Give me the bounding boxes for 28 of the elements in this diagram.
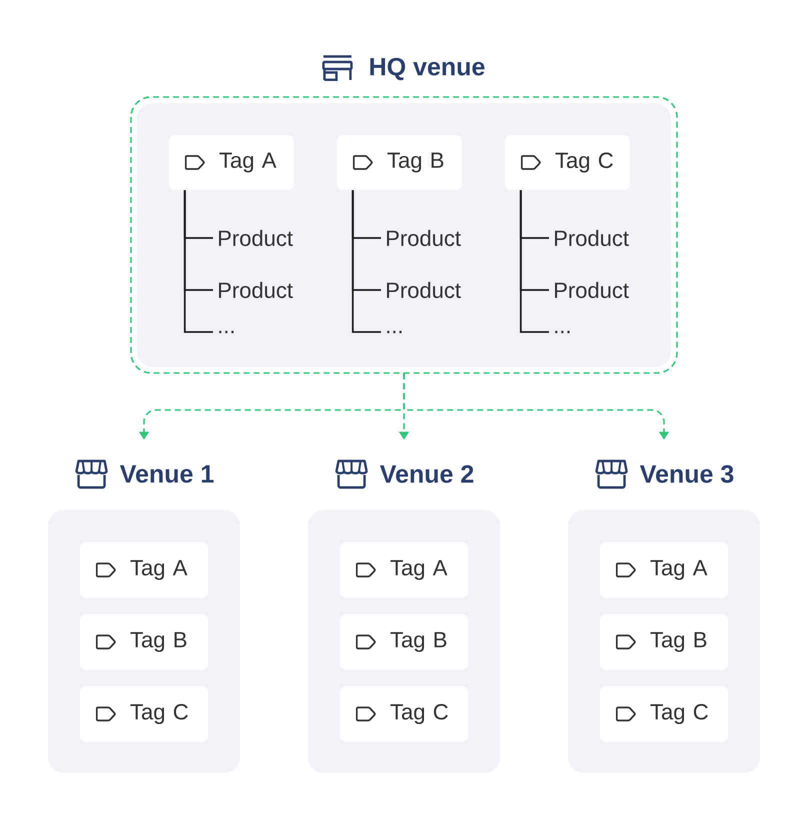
tag-chip: Tag A — [169, 135, 294, 190]
tag-chip: Tag B — [337, 135, 462, 190]
tag-chip: Tag B — [340, 614, 468, 670]
connector-line — [184, 190, 213, 333]
tag-chip: Tag A — [80, 542, 208, 598]
venue-heading: HQ venue — [370, 58, 484, 80]
venue-heading: Venue 1 — [120, 465, 214, 483]
tag-chip: Tag B — [80, 614, 208, 670]
venue-heading: Venue 3 — [640, 465, 734, 483]
tag-chip: Tag B — [600, 614, 728, 670]
tag-chip: Tag C — [340, 686, 468, 742]
list-item-text: ... — [219, 330, 234, 334]
list-item-text: Product — [219, 230, 293, 246]
connector-line — [352, 190, 381, 333]
list-item-text: ... — [387, 330, 402, 334]
connector-line — [520, 190, 549, 333]
venue-heading: Venue 2 — [380, 465, 474, 483]
list-item-text: Product — [555, 282, 629, 298]
list-item-text: Product — [555, 230, 629, 246]
list-item-text: Product — [387, 282, 461, 298]
list-item-text: Product — [387, 230, 461, 246]
tag-chip: Tag C — [505, 135, 630, 190]
list-item-text: ... — [555, 330, 570, 334]
tag-chip: Tag A — [600, 542, 728, 598]
tag-chip: Tag C — [80, 686, 208, 742]
tag-chip: Tag A — [340, 542, 468, 598]
list-item-text: Product — [219, 282, 293, 298]
tag-chip: Tag C — [600, 686, 728, 742]
